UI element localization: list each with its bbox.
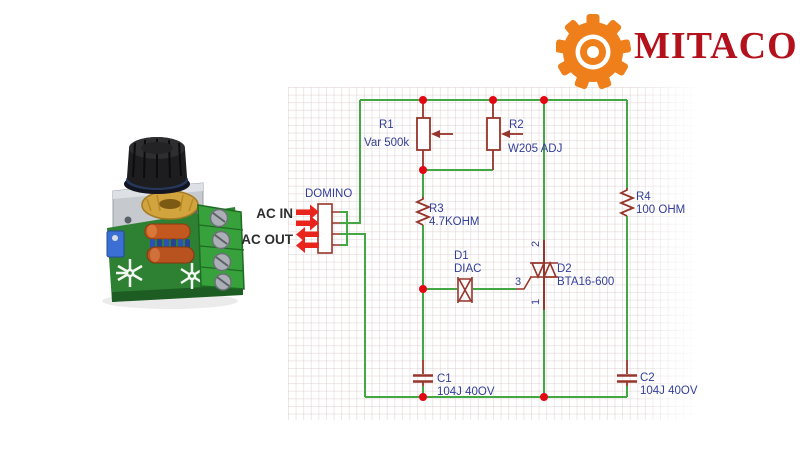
ac-arrows xyxy=(296,204,319,253)
brand-name: MITACO xyxy=(634,25,798,67)
ac-in-label: AC IN xyxy=(256,206,293,221)
domino-connector[interactable] xyxy=(317,203,340,254)
connector-label: DOMINO xyxy=(305,188,352,200)
ac-out-arrow xyxy=(296,238,319,253)
component-id-c2: C2 xyxy=(640,372,655,384)
component-value-c1: 104J 40OV xyxy=(437,386,495,398)
component-value-r1: Var 500k xyxy=(364,137,409,149)
triac-pin-top: 2 xyxy=(530,241,542,247)
capacitor-c2-symbol xyxy=(617,360,637,386)
film-capacitor xyxy=(144,223,191,240)
potentiometer-r1-symbol[interactable] xyxy=(416,100,453,170)
component-value-d2: BTA16-600 xyxy=(557,276,614,288)
ac-in-arrow xyxy=(296,204,319,220)
component-value-r2: W205 ADJ xyxy=(508,143,562,155)
module-photo xyxy=(102,137,245,309)
component-value-c2: 104J 40OV xyxy=(640,385,698,397)
diac-d1-symbol xyxy=(457,277,473,303)
silkscreen-marks xyxy=(116,259,204,289)
resistor-r3-symbol xyxy=(414,197,432,226)
component-id-d2: D2 xyxy=(557,263,572,275)
component-value-d1: DIAC xyxy=(454,263,481,275)
component-value-r4: 100 OHM xyxy=(636,204,685,216)
junction-dots xyxy=(419,96,548,401)
component-id-r1: R1 xyxy=(379,119,394,131)
trimmer-pot xyxy=(106,230,125,258)
potentiometer-knob[interactable] xyxy=(124,137,190,194)
ac-out-label: AC OUT xyxy=(241,232,293,247)
triac-pin-gate: 3 xyxy=(515,276,521,288)
gear-icon xyxy=(556,14,632,90)
component-id-r3: R3 xyxy=(429,203,444,215)
potentiometer-r2-symbol[interactable] xyxy=(486,100,523,170)
component-id-c1: C1 xyxy=(437,373,452,385)
component-id-r2: R2 xyxy=(509,119,524,131)
ac-in-arrow xyxy=(296,215,319,231)
component-value-r3: 4.7KOHM xyxy=(429,216,480,228)
triac-d2-symbol[interactable] xyxy=(516,240,558,310)
triac-pin-bottom: 1 xyxy=(530,299,542,305)
component-id-d1: D1 xyxy=(454,250,469,262)
ac-out-arrow xyxy=(296,227,319,242)
resistor-r4-symbol xyxy=(618,188,636,217)
terminal-block[interactable] xyxy=(197,204,245,291)
component-id-r4: R4 xyxy=(636,191,651,203)
symbols xyxy=(317,100,637,386)
capacitor-c1-symbol xyxy=(413,360,433,386)
film-capacitor xyxy=(146,246,195,264)
